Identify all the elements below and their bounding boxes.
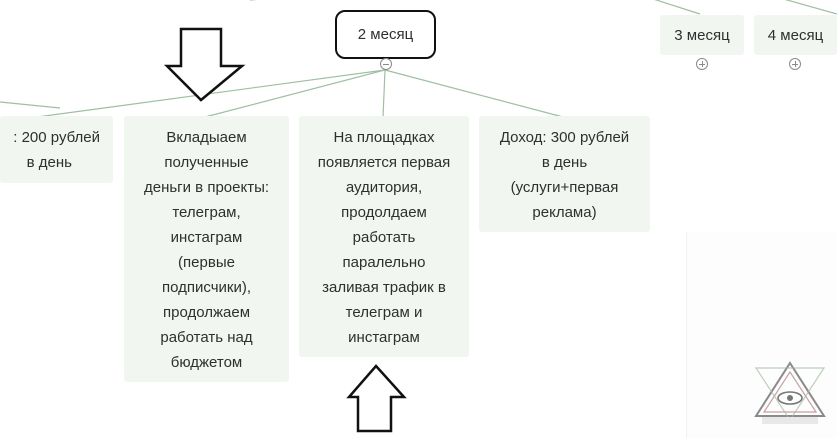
outline-arrow-up-icon [346,364,407,433]
eye-triangle-logo-icon [754,361,826,424]
node-line: деньги в проекты: [143,179,270,196]
node-line: телеграм и [345,304,423,321]
connector-to-income-node [384,69,564,118]
node-line: заливая трафик в [322,279,446,296]
node-line: в день [26,154,72,171]
connector-left-top [0,101,61,109]
minus-circle-icon[interactable] [380,58,392,70]
month-4-label: 4 месяц [767,26,824,44]
node-line: в день [541,154,588,171]
node-line: инстаграм [348,329,420,346]
month-2-label: 2 месяц [357,26,414,43]
node-line: паралельно [342,254,426,271]
month-3-node[interactable]: 3 месяц [660,15,744,55]
connector-to-month-3 [654,0,701,15]
income-300-node[interactable]: Доход: 300 рублей в день (услуги+первая … [479,116,650,232]
connector-to-left-node [0,69,386,123]
node-line: реклама) [532,204,597,221]
month-3-label: 3 месяц [674,26,730,44]
node-line: работать над [160,329,253,346]
plus-circle-icon[interactable] [789,58,801,70]
node-line: На площадках [333,129,435,146]
invest-node[interactable]: Вкладыаем полученные деньги в проекты: т… [124,116,289,382]
node-line: появляется первая [317,154,451,171]
plus-circle-icon[interactable] [696,58,708,70]
node-line: продолдаем [341,204,427,221]
month-4-node[interactable]: 4 месяц [754,15,837,55]
side-panel [686,232,837,438]
node-line: бюджетом [170,354,243,371]
node-line: Доход: 300 рублей [499,129,630,146]
node-line: телеграм, [172,204,241,221]
node-line: подписчики), [161,279,252,296]
audience-node[interactable]: На площадках появляется первая аудитория… [299,116,469,357]
node-line: аудитория, [345,179,423,196]
node-line: (первые [178,254,235,271]
node-line: работать [352,229,416,246]
outline-arrow-down-icon [163,27,246,102]
node-line: (услуги+первая [510,179,619,196]
node-line: полученные [164,154,249,171]
month-2-node[interactable]: 2 месяц [335,10,436,59]
node-line: Вкладыаем [166,129,247,146]
connector-to-audience-node [382,69,386,118]
connector-to-invest-node [204,69,386,118]
node-line: инстаграм [170,229,243,246]
node-line: продолжаем [162,304,251,321]
node-line: : 200 рублей [13,129,100,146]
connector-to-month-4 [784,0,837,15]
income-200-node[interactable]: : 200 рублей в день [0,116,113,183]
